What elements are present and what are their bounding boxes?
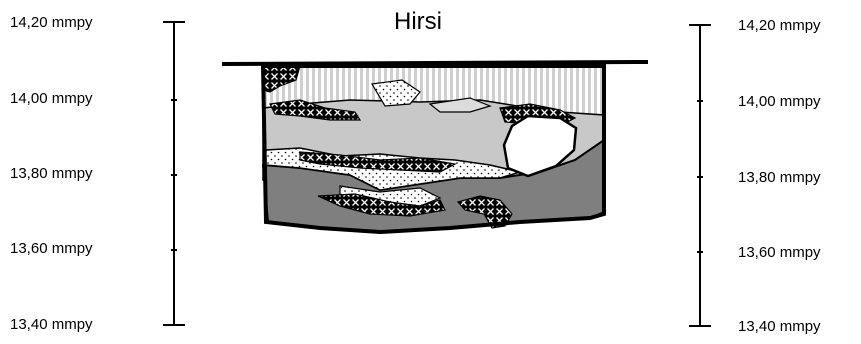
right-depth-scale: [689, 25, 711, 326]
left-depth-scale: [163, 22, 185, 325]
soil-section: [222, 62, 648, 232]
